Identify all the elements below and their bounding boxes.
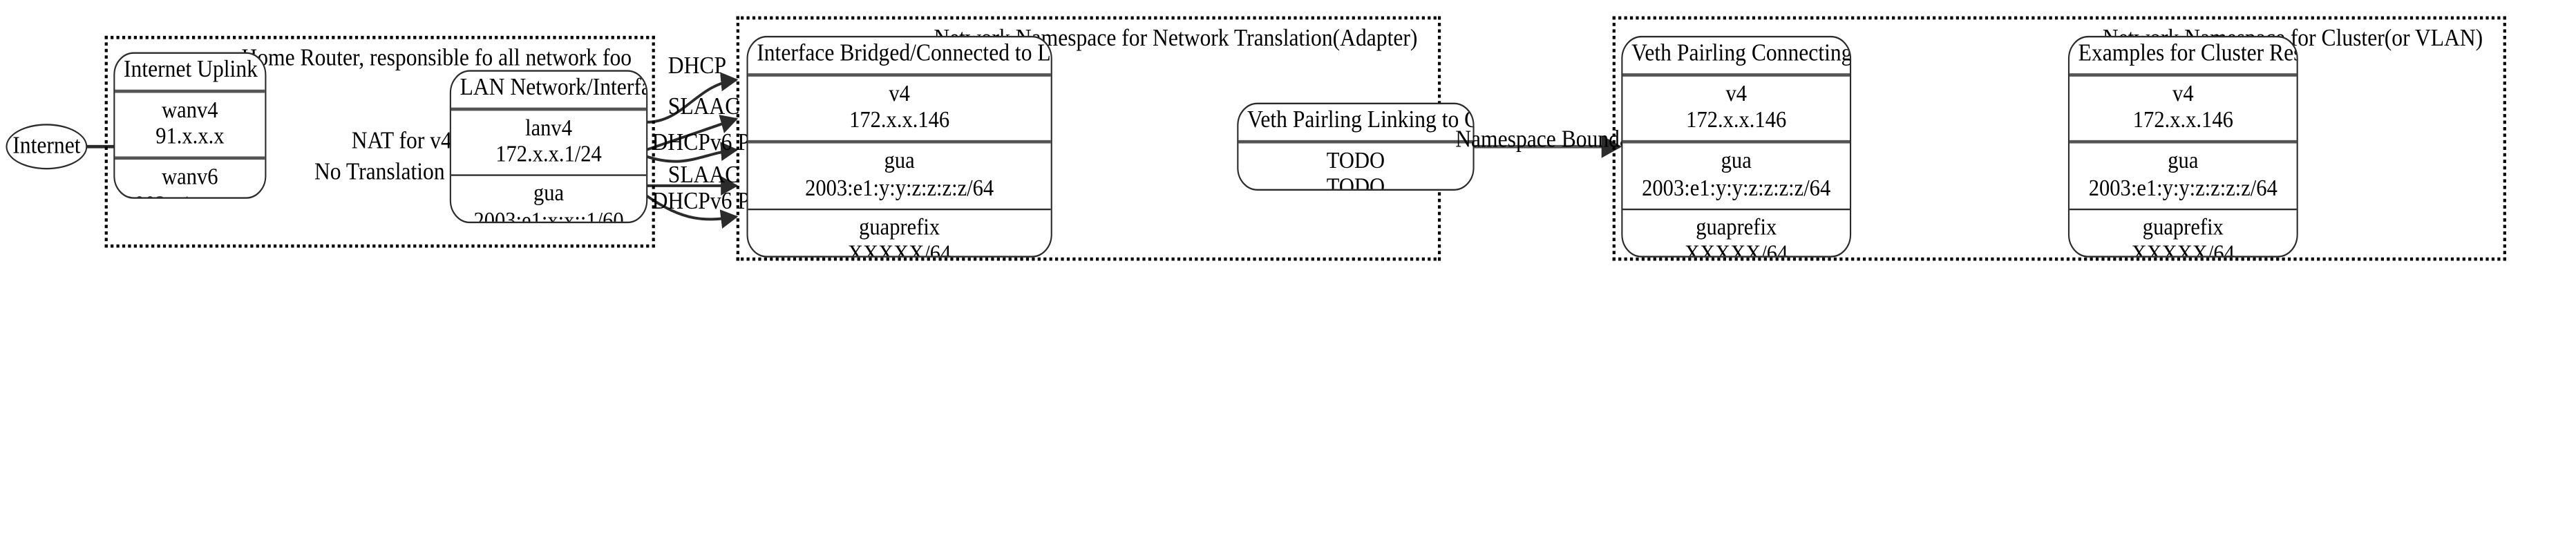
node-internet-uplink[interactable]: Internet Uplink wanv4 91.x.x.x wanv6 200… [113,52,267,199]
row-value: 172.x.x.146 [1686,107,1787,134]
row-value: XXXXX/64 [2131,241,2235,258]
node-adapter-interface-row-gua: gua 2003:e1:y:y:z:z:z:z/64 [748,144,1051,210]
row-value: 91.x.x.x [155,124,225,151]
node-veth-connecting-row-gua: gua 2003:e1:y:y:z:z:z:z/64 [1622,144,1850,210]
node-adapter-interface[interactable]: Interface Bridged/Connected to LAN/INT o… [746,35,1052,258]
row-value: TODO [1326,174,1385,191]
row-value: 2003:e1:y:y:z:z:z:z/64 [805,175,994,202]
edge-label-dhcpv6-pd-1: DHCPv6 PD [652,130,766,157]
node-lan-bridge-row-gua: gua 2003:e1:x:x::1/60 [451,176,646,224]
row-value: XXXXX/64 [847,241,951,258]
node-cluster-resources-header: Examples for Cluster Resources [2070,37,2297,77]
node-veth-connecting-row-v4: v4 172.x.x.146 [1622,76,1850,144]
node-veth-linking-row-todo: TODO TODO [1238,143,1472,191]
row-value: 2003:e1:y:y:z:z:z:z/64 [1642,175,1831,202]
node-cluster-resources[interactable]: Examples for Cluster Resources v4 172.x.… [2067,35,2298,258]
cluster-netns-adapter: Network Namespace for Network Translatio… [736,16,1441,261]
node-veth-connecting-row-guaprefix: guaprefix XXXXX/64 [1622,210,1850,258]
node-veth-connecting[interactable]: Veth Pairling Connecting to Adapter v4 1… [1621,35,1852,258]
row-label: gua [884,149,915,175]
row-value: 2003:e1:y:y:z:z:z:z/64 [2088,175,2277,202]
row-label: v4 [2172,81,2194,108]
edge-label-slaac-2: SLAAC [667,162,740,189]
row-value: 172.x.x.146 [2132,107,2233,134]
row-label: gua [533,181,565,208]
node-veth-connecting-header: Veth Pairling Connecting to Adapter [1622,37,1850,77]
cluster-title-home-router: Home Router, responsible fo all network … [241,46,632,72]
row-label: v4 [889,81,910,108]
node-adapter-interface-row-guaprefix: guaprefix XXXXX/64 [748,210,1051,258]
node-adapter-interface-row-v4: v4 172.x.x.146 [748,76,1051,144]
edge-label-dhcpv6-pd-2: DHCPv6 PD [652,189,766,216]
nat-note-line1: NAT for v4 [351,128,452,155]
diagram-canvas: Home Router, responsible fo all network … [6,16,2506,261]
node-internet-uplink-header: Internet Uplink [115,54,265,93]
node-internet-label: Internet [12,133,81,159]
node-internet-uplink-row-wanv4: wanv4 91.x.x.x [115,93,265,160]
row-label: wanv6 [162,164,218,191]
node-internet-uplink-row-wanv6: wanv6 2003:e1:y:y:z:z:z:z/64 [115,160,265,198]
cluster-home-router: Home Router, responsible fo all network … [104,35,655,248]
node-veth-linking-header: Veth Pairling Linking to Cluster [1238,104,1473,144]
node-lan-bridge-header: LAN Network/Interface/Bridge [451,72,647,111]
row-label: wanv4 [162,97,218,124]
node-adapter-interface-header: Interface Bridged/Connected to LAN/INT o… [748,37,1051,77]
node-cluster-resources-row-guaprefix: guaprefix XXXXX/64 [2070,210,2297,258]
edge-label-slaac-1: SLAAC [667,94,740,121]
row-label: guaprefix [1696,214,1777,241]
node-cluster-resources-row-v4: v4 172.x.x.146 [2070,76,2297,144]
node-internet[interactable]: Internet [6,124,88,170]
row-label: v4 [1725,81,1747,108]
row-label: guaprefix [2142,214,2224,241]
row-label: gua [2168,149,2199,175]
row-value: 2003:e1:x:x::1/60 [473,207,624,224]
row-label: TODO [1326,148,1385,174]
edge-label-dhcp: DHCP [667,53,727,80]
node-veth-linking[interactable]: Veth Pairling Linking to Cluster TODO TO… [1237,102,1475,191]
node-lan-bridge[interactable]: LAN Network/Interface/Bridge lanv4 172.x… [449,70,648,224]
row-value: 2003:e1:y:y:z:z:z:z/64 [124,191,265,197]
node-lan-bridge-row-lanv4: lanv4 172.x.x.1/24 [451,111,647,177]
row-label: lanv4 [525,115,572,142]
node-cluster-resources-row-gua: gua 2003:e1:y:y:z:z:z:z/64 [2070,144,2297,210]
row-value: 172.x.x.146 [849,107,950,134]
row-label: guaprefix [859,214,940,241]
row-value: XXXXX/64 [1685,241,1788,258]
row-label: gua [1721,149,1752,175]
row-value: 172.x.x.1/24 [495,142,602,169]
